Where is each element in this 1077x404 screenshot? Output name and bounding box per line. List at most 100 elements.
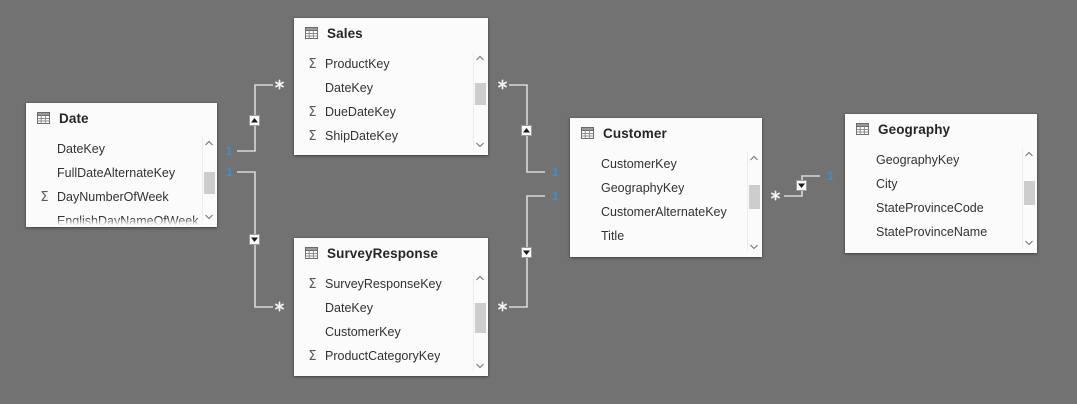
field-row[interactable]: GeographyKey — [845, 148, 1037, 172]
scrollbar-thumb[interactable] — [474, 83, 486, 105]
scroll-up-icon[interactable] — [1023, 148, 1036, 161]
field-icon-spacer — [305, 326, 320, 339]
filter-direction-arrow-icon[interactable] — [521, 125, 532, 136]
field-icon-spacer — [305, 302, 320, 315]
table-header[interactable]: Customer — [570, 118, 762, 148]
scroll-up-icon[interactable] — [203, 137, 216, 150]
field-name: StateProvinceCode — [876, 201, 984, 215]
scroll-up-icon[interactable] — [474, 272, 487, 285]
field-row[interactable]: FullDateAlternateKey — [26, 161, 217, 185]
field-name: CustomerKey — [325, 153, 401, 155]
sigma-measure-icon: Σ — [308, 348, 317, 364]
field-list-scrollbar[interactable] — [1022, 148, 1035, 249]
scrollbar-track[interactable] — [203, 150, 215, 210]
scrollbar-thumb[interactable] — [203, 172, 215, 194]
field-icon-spacer — [581, 254, 596, 258]
field-list-scrollbar[interactable] — [473, 272, 486, 372]
cardinality-many-icon — [274, 301, 285, 312]
scroll-down-icon[interactable] — [474, 359, 487, 372]
table-header[interactable]: SurveyResponse — [294, 238, 488, 268]
sigma-measure-icon: Σ — [40, 189, 49, 205]
field-list-scrollbar[interactable] — [473, 52, 486, 151]
field-row[interactable]: DateKey — [294, 296, 488, 320]
field-name: DueDateKey — [325, 105, 396, 119]
field-icon-spacer — [37, 167, 52, 180]
field-row[interactable]: CustomerKey — [570, 152, 762, 176]
field-icon-spacer — [305, 82, 320, 95]
field-name: ProductCategoryKey — [325, 349, 441, 363]
field-list-scrollbar[interactable] — [747, 152, 760, 253]
field-row[interactable]: GeographyKey — [570, 176, 762, 200]
scrollbar-thumb[interactable] — [748, 185, 760, 209]
field-row[interactable]: StateProvinceName — [845, 220, 1037, 244]
filter-direction-arrow-icon[interactable] — [249, 234, 260, 245]
scrollbar-track[interactable] — [1023, 161, 1035, 236]
field-name: ProductKey — [325, 57, 390, 71]
field-row[interactable]: EnglishDayNameOfWeek — [26, 209, 217, 227]
cardinality-one-label: 1 — [226, 144, 233, 158]
scrollbar-thumb[interactable] — [474, 303, 486, 333]
scrollbar-track[interactable] — [474, 65, 486, 138]
filter-direction-arrow-icon[interactable] — [521, 247, 532, 258]
field-row[interactable]: Title — [570, 224, 762, 248]
field-icon-spacer — [37, 143, 52, 156]
field-row[interactable]: DateKey — [26, 137, 217, 161]
scroll-down-icon[interactable] — [474, 138, 487, 151]
field-name: City — [876, 177, 898, 191]
field-row[interactable]: StateProvinceCode — [845, 196, 1037, 220]
field-name: SurveyResponseKey — [325, 277, 442, 291]
table-card-geography[interactable]: Geography GeographyKey City StateProvinc… — [845, 114, 1037, 253]
field-row[interactable]: EnglishProductCategoryName — [294, 368, 488, 376]
table-card-customer[interactable]: Customer CustomerKey GeographyKey Custom… — [570, 118, 762, 257]
field-row[interactable]: Σ ProductCategoryKey — [294, 344, 488, 368]
field-icon-spacer — [856, 202, 871, 215]
field-list: CustomerKey GeographyKey CustomerAlterna… — [570, 148, 762, 257]
field-row[interactable]: FirstName — [570, 248, 762, 257]
table-header[interactable]: Geography — [845, 114, 1037, 144]
table-title: SurveyResponse — [327, 245, 438, 261]
field-list-scrollbar[interactable] — [202, 137, 215, 223]
field-row[interactable]: Σ DueDateKey — [294, 100, 488, 124]
scrollbar-track[interactable] — [748, 165, 760, 240]
cardinality-many-icon — [497, 301, 508, 312]
field-name: EnglishProductCategoryName — [325, 373, 488, 376]
field-row[interactable]: CustomerKey — [294, 320, 488, 344]
table-header[interactable]: Date — [26, 103, 217, 133]
field-name: StateProvinceName — [876, 225, 988, 239]
field-name: DateKey — [325, 301, 373, 315]
scroll-up-icon[interactable] — [748, 152, 761, 165]
scroll-down-icon[interactable] — [203, 210, 216, 223]
sigma-measure-icon: Σ — [305, 154, 320, 156]
scrollbar-thumb[interactable] — [1023, 181, 1035, 205]
field-row[interactable]: Σ CustomerKey — [294, 148, 488, 155]
filter-direction-arrow-icon[interactable] — [249, 115, 260, 126]
filter-direction-arrow-icon[interactable] — [796, 180, 807, 191]
scroll-down-icon[interactable] — [1023, 236, 1036, 249]
table-title: Geography — [878, 121, 951, 137]
sigma-measure-icon: Σ — [308, 104, 317, 120]
field-row[interactable]: Σ ProductKey — [294, 52, 488, 76]
field-row[interactable]: CustomerAlternateKey — [570, 200, 762, 224]
field-row[interactable]: DateKey — [294, 76, 488, 100]
field-name: CustomerKey — [325, 325, 401, 339]
scrollbar-track[interactable] — [474, 285, 486, 359]
field-name: FirstName — [601, 253, 659, 257]
table-grid-icon — [581, 127, 594, 139]
table-header[interactable]: Sales — [294, 18, 488, 48]
field-row[interactable]: City — [845, 172, 1037, 196]
field-icon-spacer — [856, 154, 871, 167]
scroll-down-icon[interactable] — [748, 240, 761, 253]
sigma-measure-icon: Σ — [308, 56, 317, 72]
scroll-up-icon[interactable] — [474, 52, 487, 65]
field-row[interactable]: CountryRegionCode — [845, 244, 1037, 253]
